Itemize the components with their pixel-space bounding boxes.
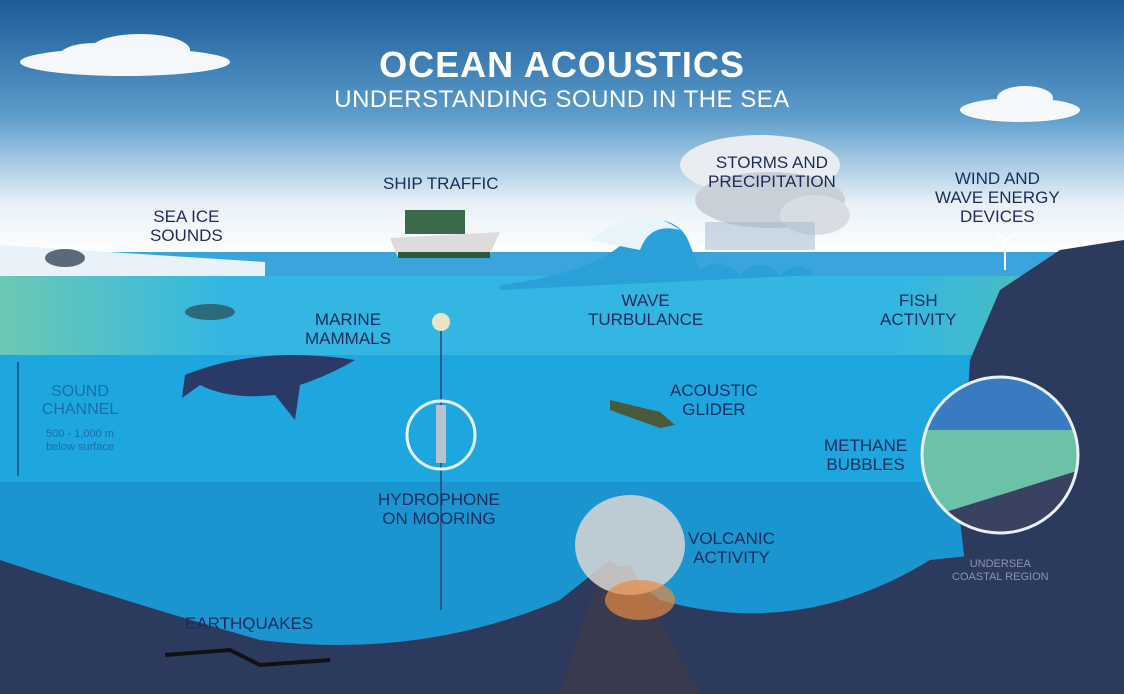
page-subtitle: UNDERSTANDING SOUND IN THE SEA	[334, 86, 790, 113]
cloud-icon	[20, 34, 1080, 122]
ship-icon	[390, 210, 500, 258]
page-title: OCEAN ACOUSTICS	[379, 44, 745, 85]
seal-icon	[185, 304, 235, 320]
seafloor	[0, 540, 1124, 694]
whale-icon	[182, 355, 355, 420]
sky	[0, 0, 1124, 255]
wind-turbine-icon	[994, 231, 1016, 270]
label-ship-traffic: SHIP TRAFFIC	[383, 174, 499, 193]
coastal-inset	[920, 375, 1080, 535]
wave	[500, 219, 815, 290]
storm-cloud-icon	[680, 135, 850, 250]
label-earthquakes: EARTHQUAKES	[185, 614, 314, 633]
glider-icon	[610, 400, 675, 428]
volcano	[560, 565, 700, 694]
earthquake-crack-icon	[164, 647, 331, 668]
hydrophone-icon	[405, 313, 477, 610]
seal-on-ice-icon	[45, 249, 85, 267]
